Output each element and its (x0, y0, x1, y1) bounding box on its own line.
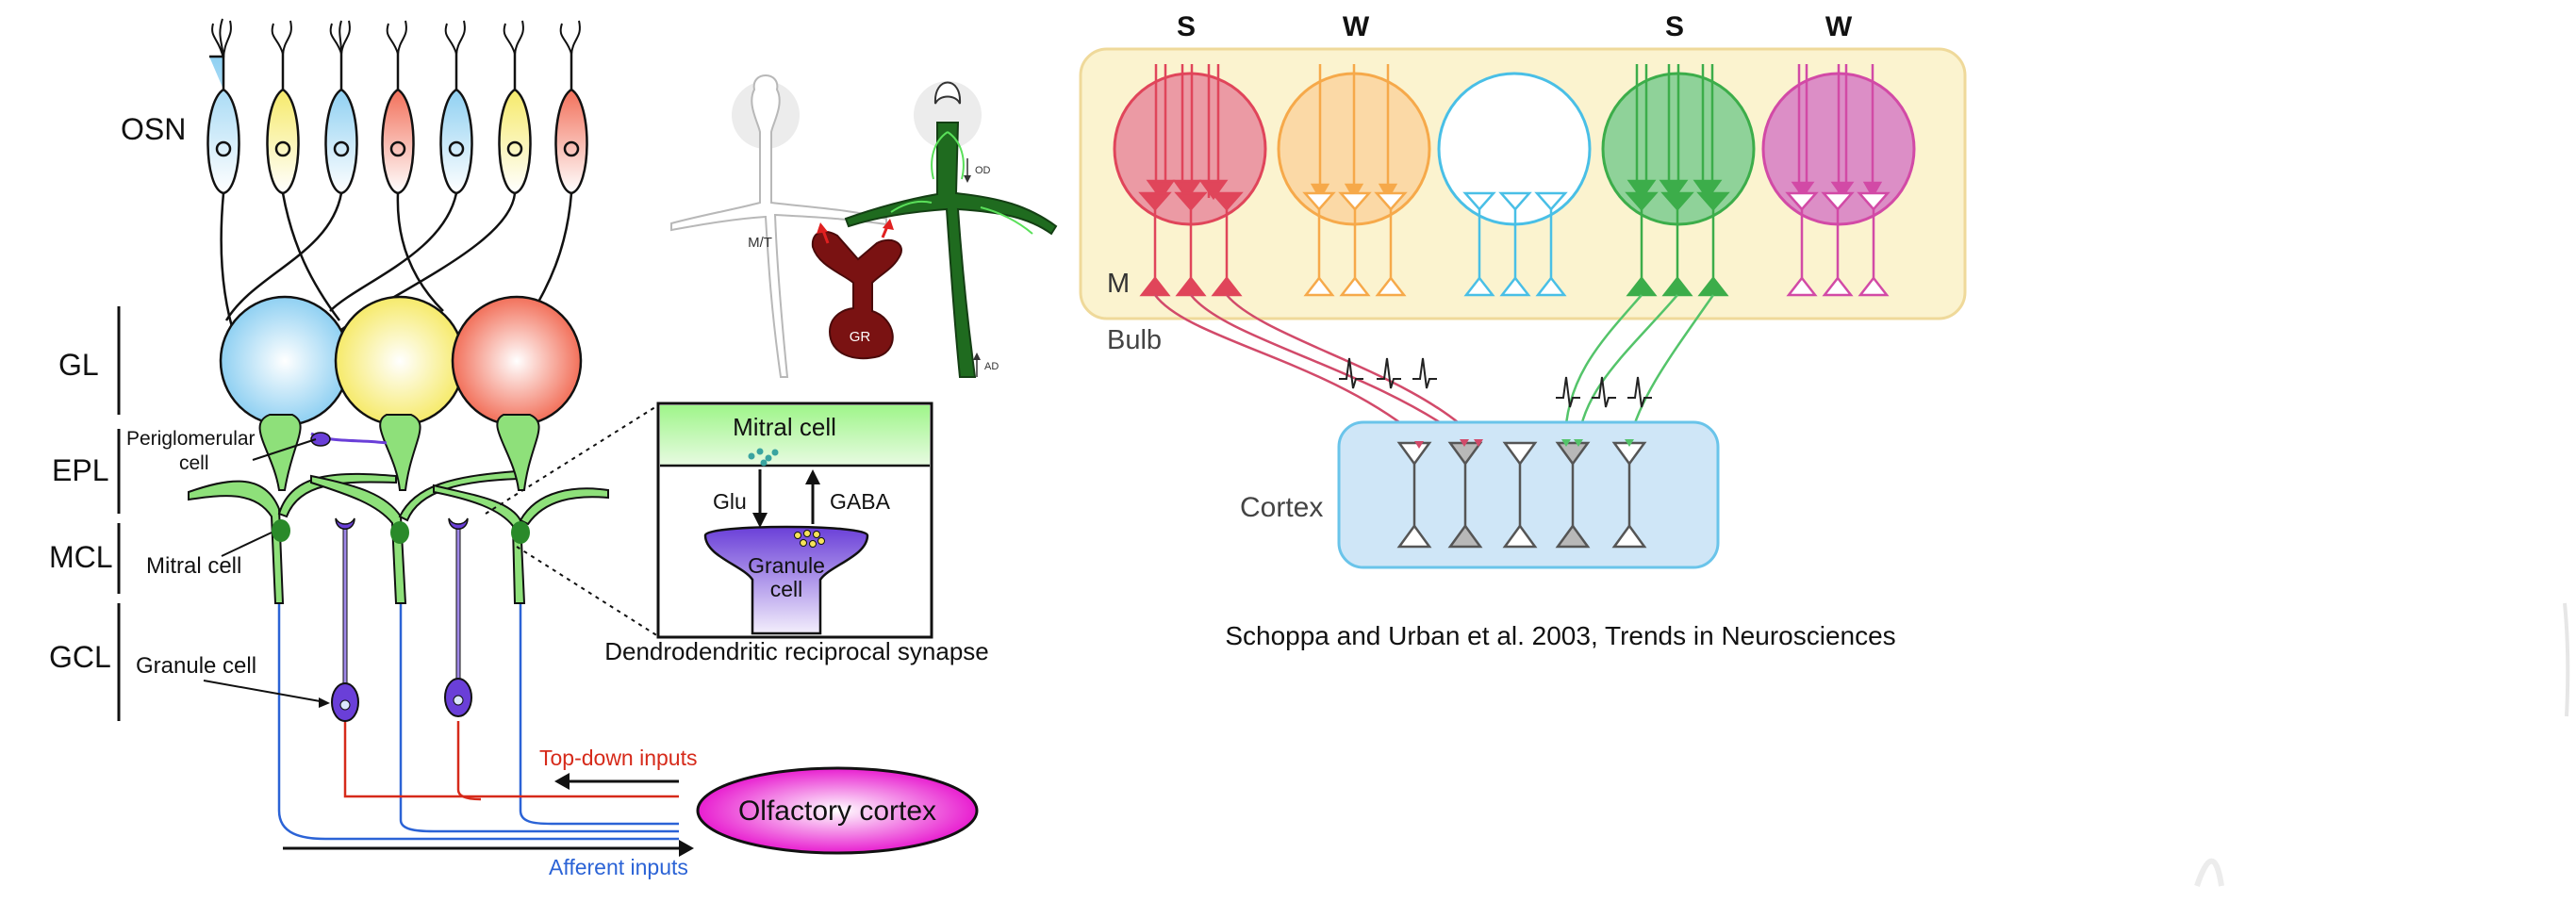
mt-right-glomerulus (914, 81, 982, 149)
mt-left-cell (670, 74, 887, 378)
inset-granule-spine (703, 525, 869, 635)
layer-label-gl: GL (58, 348, 99, 382)
periglomerular-cell (310, 432, 388, 447)
glomerulus-red (451, 295, 583, 427)
osn-neuron (324, 20, 358, 195)
afferent-inputs-label: Afferent inputs (549, 855, 688, 879)
dendrodendritic-synapse-inset: Mitral cell Granule cell Glu GABA Dendro… (485, 402, 989, 665)
inset-vesicles-yellow (794, 530, 825, 548)
osn-neuron (381, 20, 415, 195)
gaba-label: GABA (830, 489, 891, 514)
layer-label-gcl: GCL (49, 640, 111, 674)
layer-labels: GL EPL MCL GCL (49, 306, 121, 721)
gaba-arrowhead (805, 469, 820, 484)
column-label-s-2: S (1665, 11, 1684, 42)
gr-label: GR (850, 329, 871, 345)
osn-neuron (206, 18, 240, 195)
edge-artifact (2194, 858, 2224, 887)
mt-right-label: M/T (980, 231, 1004, 247)
cortex-synapse-terminals (1414, 439, 1634, 449)
column-orange (1302, 64, 1408, 297)
column-label-s-1: S (1177, 11, 1196, 42)
granule-pointer-arrowhead (319, 697, 330, 708)
schoppa-urban-diagram: S W S W Bulb M (1079, 11, 1967, 650)
inset-mitral-band (660, 405, 930, 466)
inset-granule-label-line2: cell (770, 577, 803, 601)
periglomerular-pointer (252, 438, 317, 461)
glu-arrowhead (752, 513, 768, 528)
granule-cells (331, 517, 472, 722)
column-cyan (1462, 191, 1568, 297)
gr-red-arrowhead (883, 219, 894, 230)
cortex-neurons (1396, 441, 1647, 549)
glomerulus-blue (219, 295, 351, 427)
afferent-arrowhead (679, 840, 694, 857)
od-arrowhead (964, 175, 971, 183)
mt-right-green-arrows (890, 131, 1033, 235)
inset-vesicles-green (748, 448, 779, 467)
edge-artifact (2563, 602, 2570, 717)
granule-pointer (203, 680, 326, 703)
m-label: M (1107, 269, 1130, 299)
citation: Schoppa and Urban et al. 2003, Trends in… (1225, 621, 1895, 650)
zoom-dotted-line (516, 546, 659, 637)
cortex-box (1337, 420, 1720, 569)
olfactory-cortex-ellipse (696, 766, 979, 855)
osn-neuron (498, 20, 532, 195)
od-label: OD (975, 165, 991, 176)
periglomerular-label-line1: Periglomerular (126, 428, 256, 450)
ad-arrowhead (973, 353, 981, 360)
glomerulus-yellow (334, 295, 466, 427)
inset-caption: Dendrodendritic reciprocal synapse (604, 637, 989, 665)
osn-neuron (439, 20, 473, 195)
mitral-pointer (221, 532, 272, 557)
layer-label-mcl: MCL (49, 540, 113, 574)
column-label-w-2: W (1825, 11, 1853, 42)
mt-right-cell (844, 122, 1058, 378)
topdown-input-lines (343, 721, 679, 801)
gr-red-arrowhead (817, 222, 828, 234)
spike-icons (1339, 357, 1652, 408)
column-pink (1785, 64, 1891, 297)
bulb-label: Bulb (1107, 325, 1162, 355)
olfactory-cortex-label: Olfactory cortex (738, 795, 936, 827)
mitral-cells (188, 414, 609, 604)
osn-label: OSN (121, 112, 186, 146)
cortex-label: Cortex (1240, 492, 1323, 523)
column-label-w-1: W (1343, 11, 1370, 42)
afferent-input-lines (277, 594, 679, 841)
olfactory-bulb-circuit-diagram: OSN GL EPL MCL GCL (49, 18, 979, 879)
gr-cell (811, 230, 902, 360)
mt-left-label: M/T (748, 235, 772, 251)
layer-label-epl: EPL (52, 453, 108, 487)
mt-right-dendritic-tuft (933, 81, 962, 105)
mt-granule-diagram: M/T M/T GR OD AD (670, 74, 1058, 378)
granule-cell-label: Granule cell (136, 653, 256, 679)
column-red (1138, 64, 1244, 297)
osn-neuron (266, 20, 300, 195)
red-projections (1153, 294, 1479, 442)
mitral-cell-label: Mitral cell (146, 553, 241, 579)
zoom-dotted-line (485, 404, 659, 515)
glu-label: Glu (713, 489, 747, 514)
topdown-inputs-label: Top-down inputs (539, 746, 698, 770)
ad-label: AD (984, 361, 999, 372)
osn-neuron (554, 20, 588, 195)
topdown-arrowhead (554, 773, 570, 790)
inset-granule-label-line1: Granule (748, 553, 825, 578)
periglomerular-label-line2: cell (179, 452, 209, 474)
inset-mitral-cell-label: Mitral cell (733, 413, 836, 441)
